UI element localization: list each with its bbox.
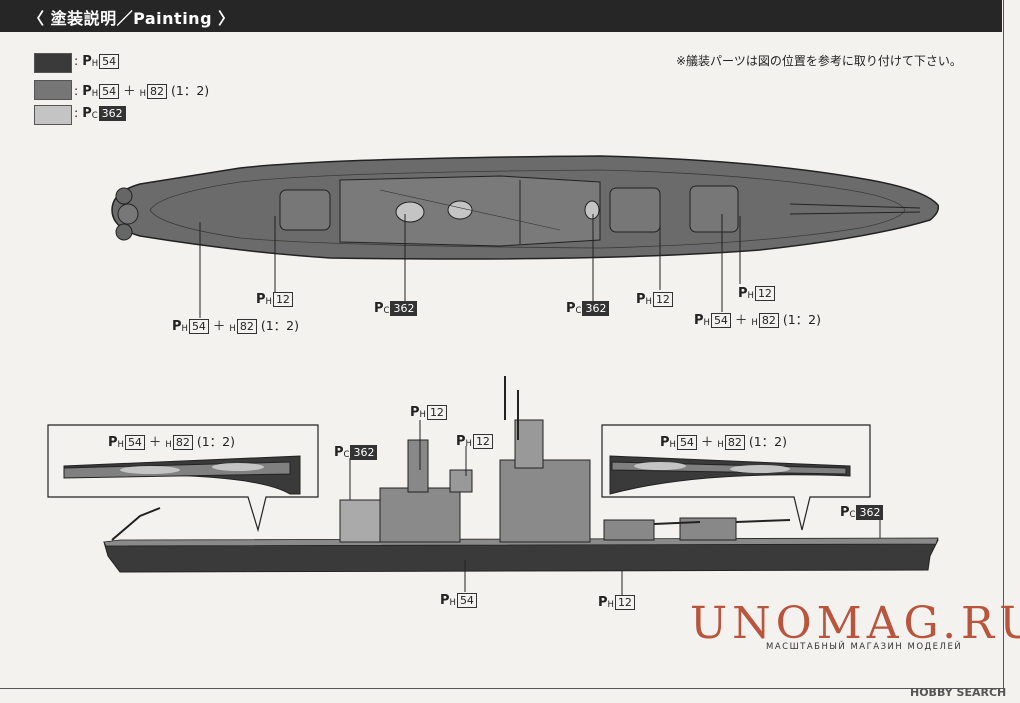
color-swatch — [34, 53, 72, 73]
top-view-leaders — [199, 214, 741, 318]
callout-stern — [601, 424, 871, 531]
color-swatch — [34, 80, 72, 100]
section-title: 〈 塗装説明／Painting 〉 — [28, 9, 235, 28]
side-view-ship — [103, 376, 939, 573]
watermark-tagline: МАСШТАБНЫЙ МАГАЗИН МОДЕЛЕЙ — [766, 642, 963, 652]
callout-bow — [47, 424, 319, 533]
page-frame — [0, 0, 1004, 689]
color-swatch — [34, 105, 72, 125]
source-watermark: HOBBY SEARCH — [910, 686, 1007, 699]
section-header: 〈 塗装説明／Painting 〉 — [0, 0, 1002, 32]
watermark-logo: UNOMAG.RU — [690, 598, 1020, 649]
top-view-hull — [111, 155, 940, 260]
assembly-note: ※艤装パーツは図の位置を参考に取り付けて下さい。 — [676, 54, 962, 68]
